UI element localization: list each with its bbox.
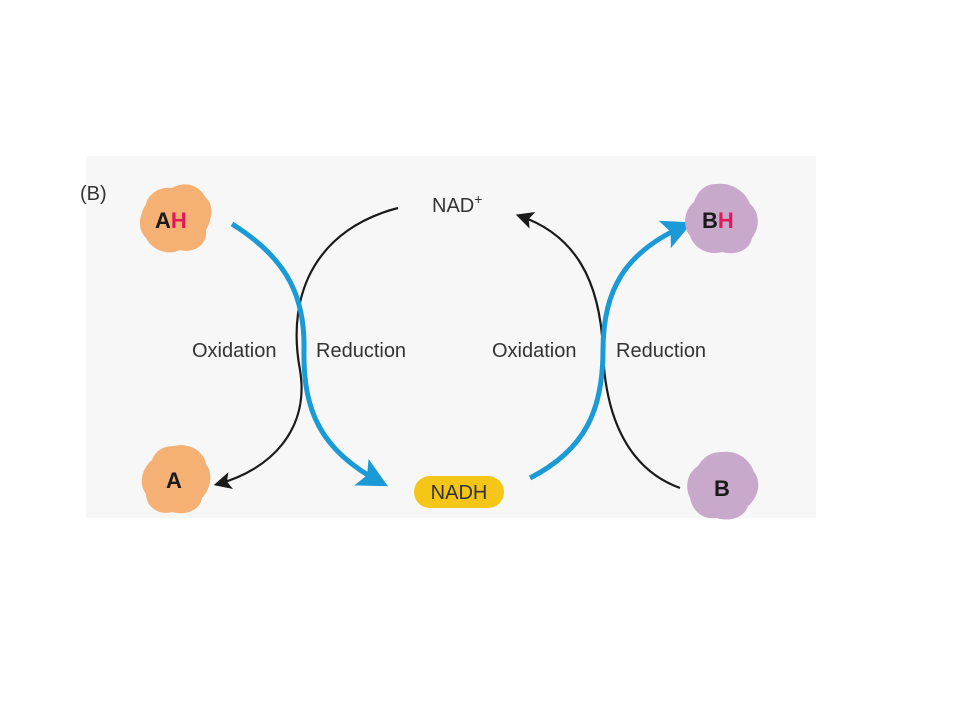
molecule-b: B bbox=[687, 451, 759, 520]
panel-label: (B) bbox=[80, 183, 107, 205]
blue-arrow-right bbox=[528, 220, 693, 481]
nadh-label: NADH bbox=[431, 482, 488, 504]
nad-plus-label: NAD+ bbox=[432, 191, 482, 217]
reduction-label-left: Reduction bbox=[316, 340, 406, 362]
orange-blob-ah bbox=[139, 184, 212, 253]
blue-arrow-left bbox=[230, 221, 388, 487]
purple-blob-b bbox=[687, 451, 759, 520]
nadh-pill: NADH bbox=[414, 476, 504, 508]
oxidation-label-right: Oxidation bbox=[492, 340, 577, 362]
molecule-bh: BH bbox=[685, 183, 758, 254]
molecule-a: A bbox=[141, 445, 211, 514]
purple-blob-bh bbox=[685, 183, 758, 254]
svg-text:B: B bbox=[714, 476, 730, 501]
svg-text:BH: BH bbox=[702, 208, 734, 233]
orange-blob-a bbox=[141, 445, 211, 514]
black-arrow-left bbox=[213, 206, 399, 490]
reduction-label-right: Reduction bbox=[616, 340, 706, 362]
molecule-ah: AH bbox=[139, 184, 212, 253]
svg-text:AH: AH bbox=[155, 208, 187, 233]
svg-text:A: A bbox=[166, 468, 182, 493]
oxidation-label-left: Oxidation bbox=[192, 340, 277, 362]
